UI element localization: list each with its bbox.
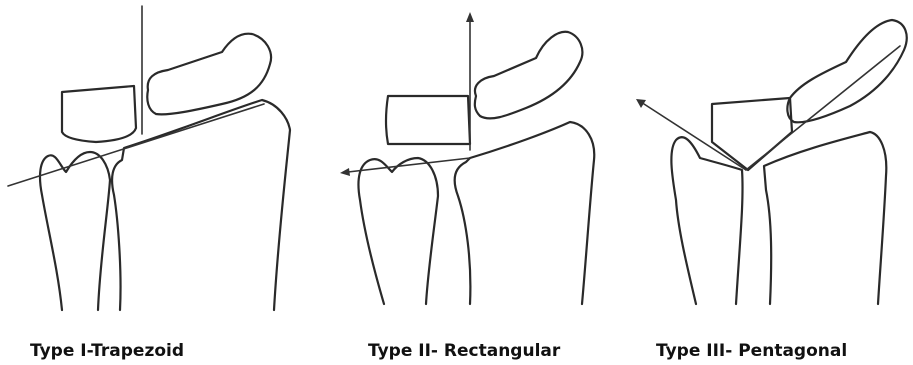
scaphoid-2 — [475, 32, 583, 119]
panel-type-1: Type I-Trapezoid — [8, 6, 290, 361]
radius-2 — [455, 122, 595, 304]
axis-arrowhead-2 — [466, 12, 474, 22]
ulna-1 — [40, 152, 110, 310]
panel-label-1: Type I-Trapezoid — [30, 341, 184, 361]
panel-label-2: Type II- Rectangular — [368, 341, 561, 361]
panel-type-3: Type III- Pentagonal — [636, 20, 907, 361]
ulnar-guide-line-3 — [644, 104, 746, 170]
scaphoid-3 — [787, 20, 906, 122]
panel-type-2: Type II- Rectangular — [340, 12, 594, 361]
lunate-2 — [386, 96, 470, 144]
tangent-arrowhead-2 — [340, 168, 350, 176]
ulna-2 — [358, 158, 438, 304]
ulna-3 — [671, 137, 742, 304]
radius-3 — [764, 132, 886, 304]
lunate-1 — [62, 86, 136, 142]
panel-label-3: Type III- Pentagonal — [656, 341, 847, 361]
radius-1 — [112, 100, 290, 310]
radial-guide-line-3 — [746, 46, 900, 170]
